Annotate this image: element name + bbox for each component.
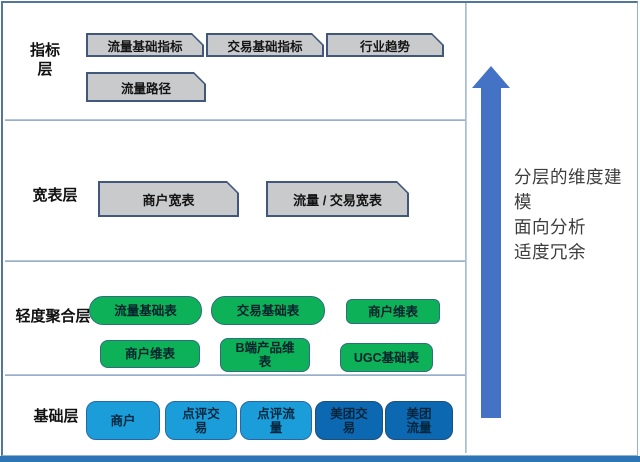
node-label: 流量基础指标	[107, 39, 183, 54]
node-meituan-traffic: 美团 流量	[385, 401, 453, 440]
node-label: 商户宽表	[142, 192, 195, 208]
up-arrow-icon	[472, 66, 510, 418]
node-merchant-dim-table-2: 商户维表	[100, 340, 200, 368]
node-merchant: 商户	[86, 401, 160, 440]
node-trade-base-table: 交易基础表	[211, 296, 325, 325]
node-meituan-trade: 美团交 易	[315, 401, 383, 440]
layer-divider-1	[5, 119, 465, 121]
layer-label-wide: 宽表层	[32, 187, 78, 204]
node-traffic-basic-metrics: 流量基础指标	[86, 33, 204, 57]
node-merchant-dim-table-1: 商户维表	[346, 299, 440, 324]
node-traffic-trade-wide-table: 流量 / 交易宽表	[266, 181, 409, 217]
node-traffic-path: 流量路径	[86, 72, 206, 102]
bottom-border-band	[0, 456, 640, 462]
annotation-line-1: 分层的维度建模	[514, 167, 622, 212]
layer-divider-3	[5, 374, 465, 376]
layer-divider-2	[5, 260, 465, 262]
node-ugc-base-table: UGC基础表	[340, 343, 433, 372]
layer-label-light-agg: 轻度聚合层	[15, 308, 91, 325]
node-label: 交易基础指标	[227, 39, 303, 54]
node-dianping-trade: 点评交 易	[165, 401, 237, 440]
layer-label-indicator: 指标层	[29, 42, 60, 78]
node-merchant-wide-table: 商户宽表	[98, 181, 239, 217]
node-industry-trend: 行业趋势	[326, 33, 444, 57]
up-arrow-shaft	[481, 87, 501, 418]
panel-divider	[465, 3, 467, 453]
node-traffic-base-table: 流量基础表	[89, 296, 202, 325]
node-label: 流量 / 交易宽表	[293, 192, 382, 208]
annotation-line-2: 面向分析	[514, 217, 586, 237]
annotation-text: 分层的维度建模 面向分析 适度冗余	[514, 165, 637, 265]
node-b-side-product-dim-table: B端产品维 表	[220, 338, 310, 372]
layer-label-base: 基础层	[33, 408, 79, 425]
up-arrow-head	[472, 66, 510, 88]
node-dianping-traffic: 点评流 量	[240, 401, 312, 440]
annotation-line-3: 适度冗余	[514, 242, 586, 262]
node-trade-basic-metrics: 交易基础指标	[206, 33, 324, 57]
node-label: 流量路径	[120, 81, 171, 96]
node-label: 行业趋势	[359, 39, 410, 54]
